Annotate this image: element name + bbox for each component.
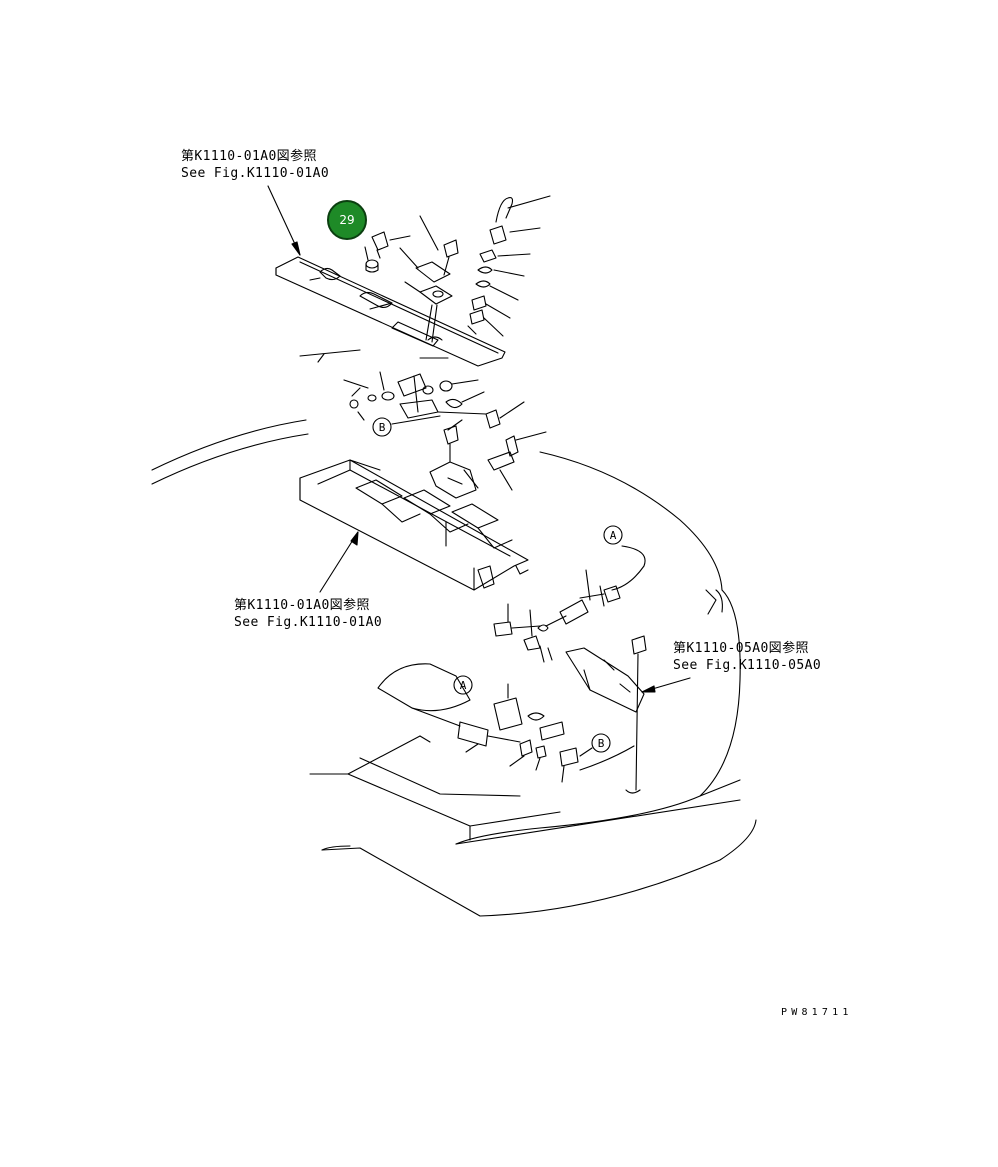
connection-label-b-lower: B	[591, 733, 611, 753]
reference-note-2-en: See Fig.K1110-01A0	[234, 615, 383, 630]
reference-note-1-jp: 第K1110-01A0図参照	[181, 149, 317, 164]
upper-cover-plate	[275, 256, 506, 367]
drawing-code: PW81711	[781, 1007, 853, 1018]
lower-cover-tray	[299, 459, 529, 591]
upper-body-contour	[151, 419, 723, 591]
reference-note-1: 第K1110-01A0図参照 See Fig.K1110-01A0	[181, 148, 329, 182]
bolt-group-upper-left	[364, 231, 411, 273]
reference-note-2: 第K1110-01A0図参照 See Fig.K1110-01A0	[234, 597, 382, 631]
connection-label-a-lower: A	[453, 675, 473, 695]
bolt-group-upper-center	[399, 215, 459, 359]
part-number-badge-label: 29	[339, 213, 355, 227]
side-bracket	[565, 635, 647, 794]
reference-note-2-jp: 第K1110-01A0図参照	[234, 598, 370, 613]
reference-note-3-en: See Fig.K1110-05A0	[673, 658, 822, 673]
arrow-ref-1	[291, 241, 301, 256]
lever-linkage	[299, 349, 525, 429]
svg-text:B: B	[379, 421, 386, 434]
bracket-assembly	[391, 415, 547, 499]
svg-text:A: A	[610, 529, 617, 542]
arrow-ref-2	[350, 531, 359, 546]
cable-bolts	[493, 603, 553, 663]
control-cable	[537, 545, 646, 632]
bolt-group-upper-right	[467, 195, 551, 337]
svg-text:A: A	[460, 679, 467, 692]
connection-label-a-right: A	[603, 525, 623, 545]
lower-linkage	[377, 663, 593, 783]
reference-note-3: 第K1110-05A0図参照 See Fig.K1110-05A0	[673, 640, 821, 674]
part-number-badge[interactable]: 29	[327, 200, 367, 240]
reference-note-3-jp: 第K1110-05A0図参照	[673, 641, 809, 656]
arrow-ref-3	[641, 685, 656, 693]
reference-note-1-en: See Fig.K1110-01A0	[181, 166, 330, 181]
machine-frame	[309, 589, 757, 917]
connection-label-b-upper: B	[372, 417, 392, 437]
svg-text:B: B	[598, 737, 605, 750]
